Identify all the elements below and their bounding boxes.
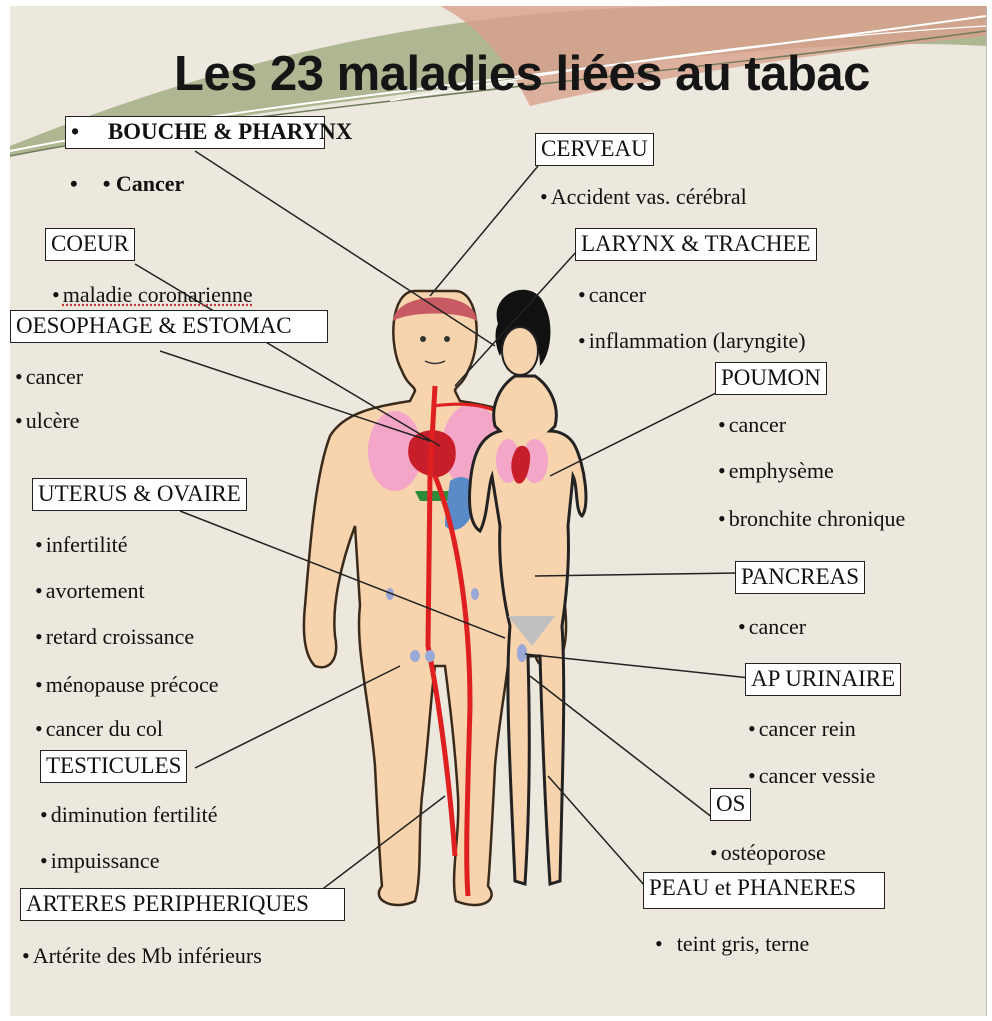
item-bouche-cancer: • • Cancer bbox=[70, 171, 184, 197]
item-text: cancer vessie bbox=[759, 763, 876, 788]
item-os-osteoporose: •ostéoporose bbox=[710, 840, 826, 866]
item-urinaire-vessie: •cancer vessie bbox=[748, 763, 875, 789]
item-text: Accident vas. cérébral bbox=[551, 184, 747, 209]
item-text: infertilité bbox=[46, 532, 128, 557]
item-text: cancer du col bbox=[46, 716, 163, 741]
label-uterus-ovaire: UTERUS & OVAIRE bbox=[32, 478, 247, 511]
item-arteres-arterite: •Artérite des Mb inférieurs bbox=[22, 943, 262, 969]
item-testicules-impuissance: •impuissance bbox=[40, 848, 159, 874]
item-text: ostéoporose bbox=[721, 840, 826, 865]
page-title: Les 23 maladies liées au tabac bbox=[174, 46, 870, 102]
item-larynx-cancer: •cancer bbox=[578, 282, 646, 308]
item-text: Artérite des Mb inférieurs bbox=[33, 943, 262, 968]
label-pancreas: PANCREAS bbox=[735, 561, 865, 594]
label-peau-phaneres: PEAU et PHANERES bbox=[643, 872, 885, 909]
item-uterus-infertilite: •infertilité bbox=[35, 532, 128, 558]
item-text: cancer bbox=[589, 282, 646, 307]
label-poumon: POUMON bbox=[715, 362, 827, 395]
item-text: ménopause précoce bbox=[46, 672, 219, 697]
item-text: avortement bbox=[46, 578, 145, 603]
item-text: diminution fertilité bbox=[51, 802, 218, 827]
item-text: cancer bbox=[749, 614, 806, 639]
item-oesophage-cancer: •cancer bbox=[15, 364, 83, 390]
label-bouche-pharynx: • BOUCHE & PHARYNX bbox=[65, 116, 325, 149]
item-text: bronchite chronique bbox=[729, 506, 906, 531]
label-testicules: TESTICULES bbox=[40, 750, 187, 783]
item-text: cancer bbox=[729, 412, 786, 437]
item-uterus-retard: •retard croissance bbox=[35, 624, 194, 650]
item-testicules-fertilite: •diminution fertilité bbox=[40, 802, 218, 828]
item-peau-teint: • teint gris, terne bbox=[655, 931, 809, 957]
item-uterus-avortement: •avortement bbox=[35, 578, 145, 604]
item-text: maladie coronarienne bbox=[63, 282, 253, 307]
item-text: cancer rein bbox=[759, 716, 856, 741]
item-poumon-cancer: •cancer bbox=[718, 412, 786, 438]
item-oesophage-ulcere: •ulcère bbox=[15, 408, 79, 434]
label-coeur: COEUR bbox=[45, 228, 135, 261]
label-larynx-trachee: LARYNX & TRACHEE bbox=[575, 228, 817, 261]
label-cerveau: CERVEAU bbox=[535, 133, 654, 166]
item-uterus-menopause: •ménopause précoce bbox=[35, 672, 219, 698]
item-urinaire-rein: •cancer rein bbox=[748, 716, 856, 742]
item-poumon-bronchite: •bronchite chronique bbox=[718, 506, 905, 532]
bullet: • bbox=[71, 119, 79, 144]
item-text: impuissance bbox=[51, 848, 160, 873]
item-text: emphysème bbox=[729, 458, 834, 483]
item-text: teint gris, terne bbox=[677, 931, 810, 956]
label-ap-urinaire: AP URINAIRE bbox=[745, 663, 901, 696]
item-coeur-coronarienne: •maladie coronarienne bbox=[52, 282, 253, 308]
label-oesophage-estomac: OESOPHAGE & ESTOMAC bbox=[10, 310, 328, 343]
label-os: OS bbox=[710, 788, 751, 821]
label-text: BOUCHE & PHARYNX bbox=[108, 119, 353, 144]
item-larynx-inflammation: •inflammation (laryngite) bbox=[578, 328, 806, 354]
item-uterus-col: •cancer du col bbox=[35, 716, 163, 742]
item-text: Cancer bbox=[116, 171, 184, 196]
label-arteres-peripheriques: ARTERES PERIPHERIQUES bbox=[20, 888, 345, 921]
item-pancreas-cancer: •cancer bbox=[738, 614, 806, 640]
item-cerveau-avc: •Accident vas. cérébral bbox=[540, 184, 747, 210]
item-poumon-emphyseme: •emphysème bbox=[718, 458, 834, 484]
item-text: inflammation (laryngite) bbox=[589, 328, 806, 353]
item-text: ulcère bbox=[26, 408, 80, 433]
item-text: retard croissance bbox=[46, 624, 194, 649]
slide: Les 23 maladies liées au tabac • BOUCHE … bbox=[10, 6, 987, 1016]
item-text: cancer bbox=[26, 364, 83, 389]
